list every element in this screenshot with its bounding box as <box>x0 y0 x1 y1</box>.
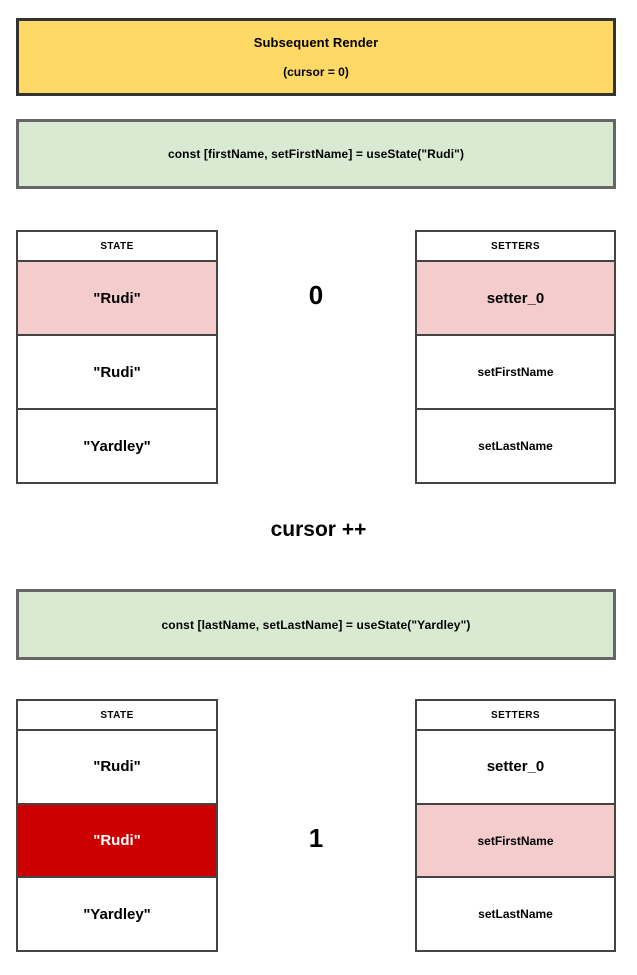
setters-table-header: SETTERS <box>417 232 614 262</box>
code-text-last-name: const [lastName, setLastName] = useState… <box>161 617 471 632</box>
setter-cell-2: setLastName <box>417 878 614 951</box>
state-table-header: STATE <box>18 232 216 262</box>
code-banner-last-name: const [lastName, setLastName] = useState… <box>16 589 616 660</box>
state-cell-2: "Yardley" <box>18 410 216 482</box>
render-banner: Subsequent Render (cursor = 0) <box>16 18 616 96</box>
setters-table-header: SETTERS <box>417 701 614 731</box>
setter-cell-1: setFirstName <box>417 804 614 879</box>
code-text-first-name: const [firstName, setFirstName] = useSta… <box>167 147 465 161</box>
state-table-step-two: STATE "Rudi" "Rudi" "Yardley" <box>16 699 218 952</box>
state-cell-2: "Yardley" <box>18 878 216 951</box>
state-table-header: STATE <box>18 701 216 731</box>
setter-cell-0: setter_0 <box>417 731 614 805</box>
setter-cell-0: setter_0 <box>417 262 614 336</box>
setter-cell-2: setLastName <box>417 410 614 482</box>
setter-cell-1: setFirstName <box>417 336 614 410</box>
setters-table-step-one: SETTERS setter_0 setFirstName setLastNam… <box>415 230 616 484</box>
state-cell-0: "Rudi" <box>18 262 216 336</box>
render-banner-cursor-label: (cursor = 0) <box>283 64 349 79</box>
code-banner-first-name: const [firstName, setFirstName] = useSta… <box>16 119 616 189</box>
state-cell-0: "Rudi" <box>18 731 216 805</box>
cursor-value-step-two: 1 <box>308 823 324 853</box>
cursor-increment-label: cursor ++ <box>270 518 367 541</box>
state-table-step-one: STATE "Rudi" "Rudi" "Yardley" <box>16 230 218 484</box>
cursor-value-step-one: 0 <box>308 280 324 310</box>
state-cell-1: "Rudi" <box>18 336 216 410</box>
setters-table-step-two: SETTERS setter_0 setFirstName setLastNam… <box>415 699 616 952</box>
render-banner-title: Subsequent Render <box>253 35 379 50</box>
state-cell-1: "Rudi" <box>18 804 216 879</box>
